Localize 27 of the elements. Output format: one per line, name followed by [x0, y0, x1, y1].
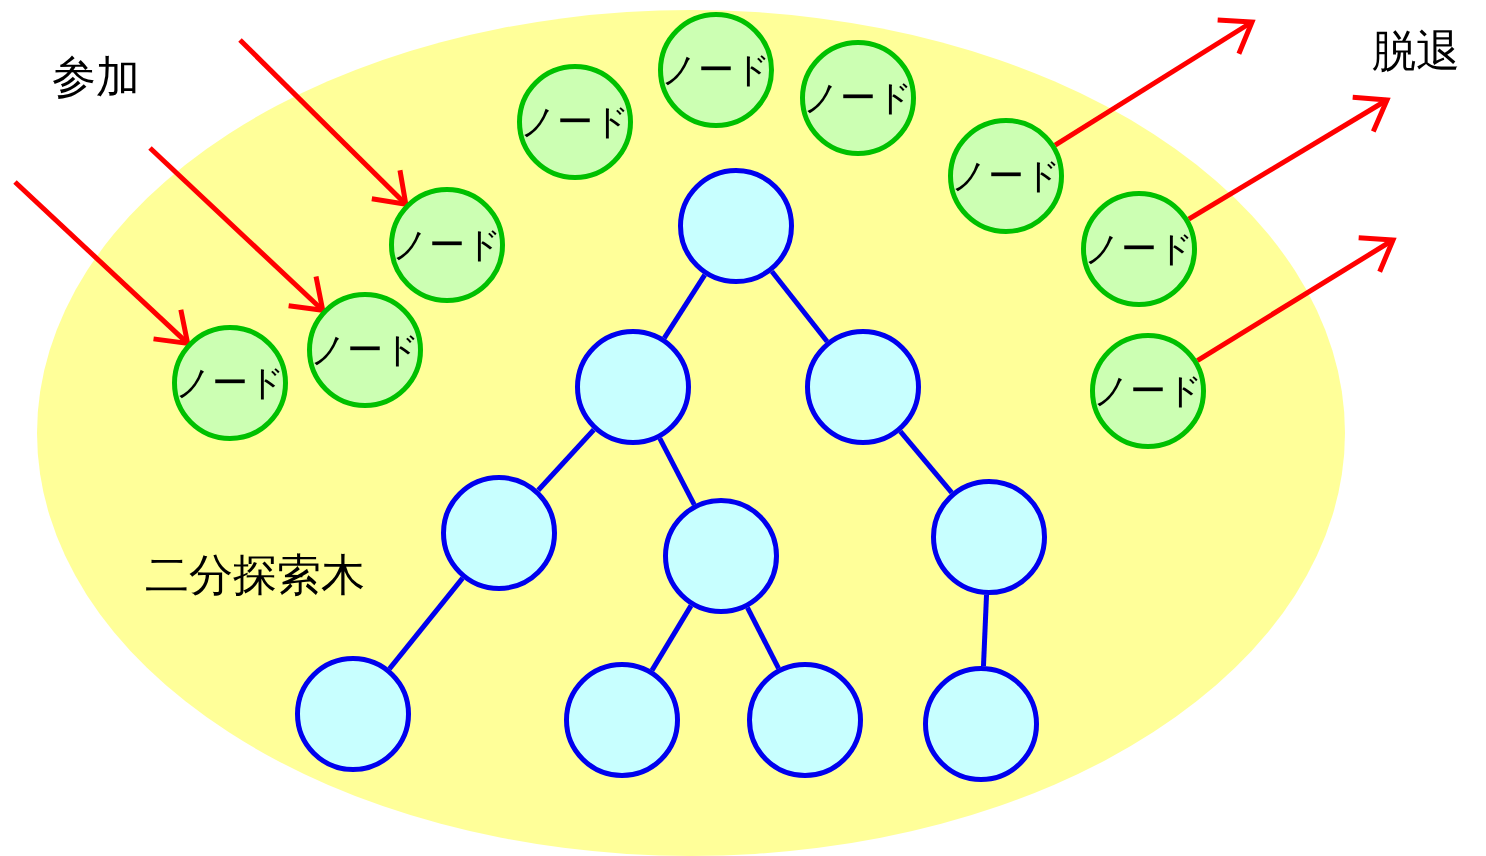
- arrow: [238, 38, 409, 207]
- arrow: [1053, 17, 1255, 148]
- node-circle: ノード: [307, 292, 423, 408]
- arrow: [1187, 94, 1390, 222]
- tree-edge: [536, 428, 596, 492]
- tree-edge: [649, 604, 694, 672]
- node-circle: ノード: [800, 40, 916, 156]
- node-circle: ノード: [517, 64, 633, 180]
- arrow: [13, 180, 191, 346]
- arrow: [1196, 235, 1396, 363]
- label-text: 参加: [52, 50, 140, 104]
- tree-edge: [662, 273, 707, 340]
- node-circle: ノード: [1090, 333, 1206, 449]
- node-circle: ノード: [948, 118, 1064, 234]
- node-circle: ノード: [172, 325, 288, 441]
- tree-edge: [769, 270, 830, 343]
- tree-edge: [387, 576, 465, 671]
- node-circle: ノード: [658, 12, 774, 128]
- tree-edge: [981, 594, 989, 667]
- tree-edge: [745, 606, 781, 670]
- tree-edge: [657, 437, 697, 506]
- node-circle: ノード: [389, 187, 505, 303]
- node-circle: ノード: [1081, 191, 1197, 307]
- arrow: [148, 146, 326, 313]
- tree-edge: [898, 429, 954, 495]
- label-text: 二分探索木: [145, 548, 365, 602]
- label-text: 脱退: [1372, 24, 1460, 78]
